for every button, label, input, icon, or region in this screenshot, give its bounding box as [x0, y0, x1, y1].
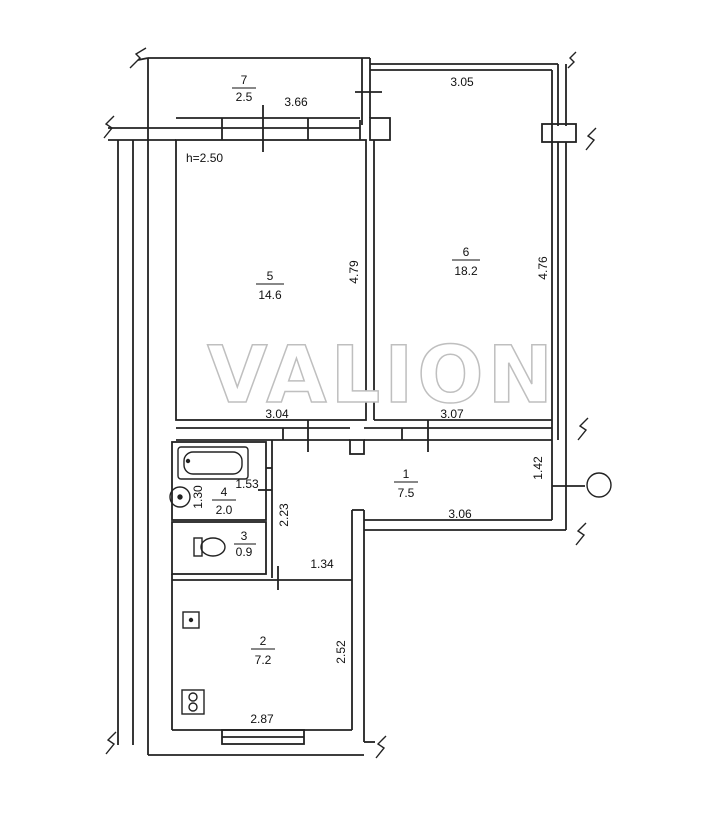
room-4-area: 2.0 [216, 503, 233, 517]
dim-room6-side: 4.76 [536, 256, 550, 280]
break-marks [103, 47, 597, 759]
dim-hall-bottom: 3.06 [448, 507, 472, 521]
walls [108, 57, 585, 756]
entrance-marker-icon [586, 472, 612, 498]
dim-bath-width: 1.53 [235, 477, 259, 491]
room-5-number: 5 [267, 269, 274, 283]
dim-balcony-top: 3.05 [450, 75, 474, 89]
room-1-number: 1 [403, 467, 410, 481]
room-2-area: 7.2 [255, 653, 272, 667]
ceiling-height-label: h=2.50 [186, 151, 223, 165]
room-4-number: 4 [221, 485, 228, 499]
room-7-area: 2.5 [236, 90, 253, 104]
dim-bath-side: 2.23 [277, 503, 291, 527]
dim-kitchen-side: 2.52 [334, 640, 348, 664]
labels: h=2.50 7 2.5 6 18.2 5 14.6 4 2.0 3 0.9 2… [186, 73, 550, 726]
dim-kitchen-top: 1.34 [310, 557, 334, 571]
dim-room5-top: 3.66 [284, 95, 308, 109]
room-5-area: 14.6 [258, 288, 282, 302]
dim-room5-bottom: 3.04 [265, 407, 289, 421]
room-7-number: 7 [241, 73, 248, 87]
watermark: VALION [207, 331, 557, 421]
room-2-number: 2 [260, 634, 267, 648]
dim-kitchen-bottom: 2.87 [250, 712, 274, 726]
toilet-icon [193, 537, 226, 557]
room-6-area: 18.2 [454, 264, 478, 278]
room-3-area: 0.9 [236, 545, 253, 559]
dim-hall-right: 1.42 [531, 456, 545, 480]
dim-room5-side: 4.79 [347, 260, 361, 284]
room-6-number: 6 [463, 245, 470, 259]
dim-bath-height: 1.30 [191, 485, 205, 509]
bathtub-icon [177, 446, 249, 480]
room-3-number: 3 [241, 529, 248, 543]
room-1-area: 7.5 [398, 486, 415, 500]
stove-icon [181, 689, 205, 715]
dim-room6-bottom: 3.07 [440, 407, 464, 421]
kitchen-sink-icon [182, 611, 200, 629]
sink-icon [169, 486, 191, 508]
fixtures [169, 446, 612, 715]
